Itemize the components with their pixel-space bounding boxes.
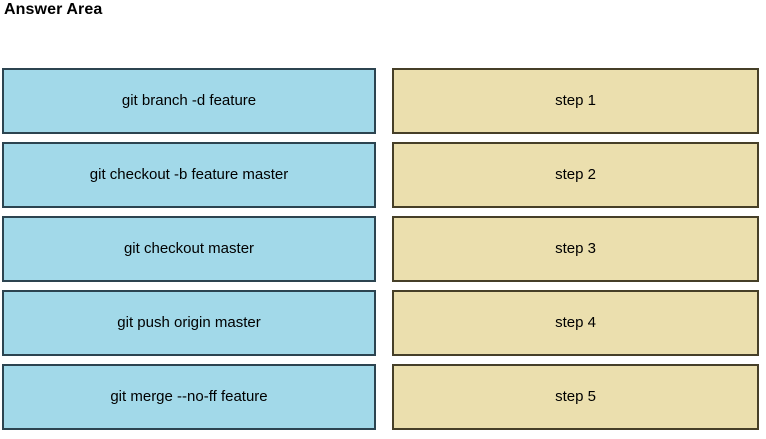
command-option-4[interactable]: git push origin master [2, 290, 376, 356]
command-option-5[interactable]: git merge --no-ff feature [2, 364, 376, 430]
step-slot-3[interactable]: step 3 [392, 216, 759, 282]
answer-grid: git branch -d feature step 1 git checkou… [0, 68, 766, 430]
page-title: Answer Area [4, 1, 103, 18]
column-spacer [376, 216, 392, 282]
column-spacer [376, 68, 392, 134]
step-slot-2[interactable]: step 2 [392, 142, 759, 208]
column-spacer [376, 142, 392, 208]
answer-row: git merge --no-ff feature step 5 [0, 364, 766, 430]
column-spacer [376, 364, 392, 430]
step-slot-5[interactable]: step 5 [392, 364, 759, 430]
command-option-1[interactable]: git branch -d feature [2, 68, 376, 134]
answer-row: git push origin master step 4 [0, 290, 766, 356]
command-option-3[interactable]: git checkout master [2, 216, 376, 282]
step-slot-1[interactable]: step 1 [392, 68, 759, 134]
answer-row: git checkout master step 3 [0, 216, 766, 282]
answer-row: git checkout -b feature master step 2 [0, 142, 766, 208]
column-spacer [376, 290, 392, 356]
answer-row: git branch -d feature step 1 [0, 68, 766, 134]
step-slot-4[interactable]: step 4 [392, 290, 759, 356]
command-option-2[interactable]: git checkout -b feature master [2, 142, 376, 208]
